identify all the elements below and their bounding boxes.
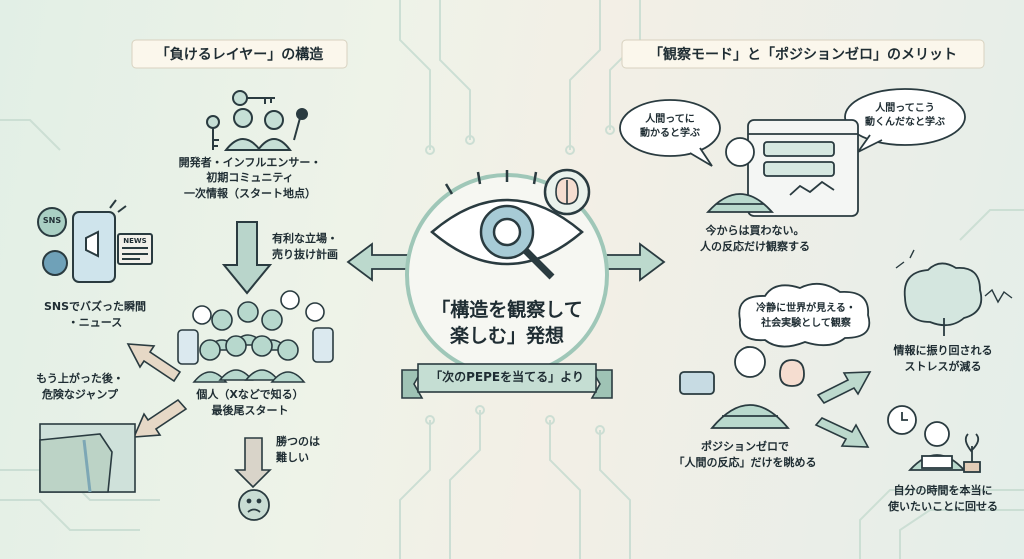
- bubble-2-line1: 人間ってこう: [875, 103, 935, 114]
- win-label-line1: 勝つのは: [276, 435, 320, 448]
- jump-label-line1: もう上がった後・: [36, 372, 124, 385]
- insiders-label-line1: 開発者・インフルエンサー・: [178, 156, 322, 169]
- cliff-icon: [39, 423, 136, 493]
- cloud-line1: 冷静に世界が見える・: [756, 303, 856, 314]
- insiders-label-line3: 一次情報（スタート地点）: [184, 187, 316, 200]
- observe-label-line2: 人の反応だけ観察する: [700, 240, 810, 253]
- benefit-1-line2: ストレスが減る: [904, 360, 982, 373]
- benefit-1-line1: 情報に振り回される: [893, 344, 993, 357]
- center-title-line2: 楽しむ」発想: [449, 325, 564, 347]
- news-icon-text: NEWS: [123, 237, 147, 245]
- eye-magnifier-icon: [405, 168, 609, 377]
- crowd-label-line2: 最後尾スタート: [211, 404, 289, 417]
- benefit-arrows: [814, 371, 872, 448]
- position-zero-label-line1: ポジションゼロで: [701, 440, 789, 453]
- sns-icon-text: SNS: [42, 216, 62, 225]
- sns-phone-icon: [37, 199, 153, 283]
- advantage-note-line2: 売り抜け計画: [272, 248, 338, 261]
- sns-buzz-label-line1: SNSでバズった瞬間: [43, 300, 147, 313]
- observe-label-line1: 今からは買わない。: [705, 224, 805, 237]
- relax-reading-icon: [887, 405, 981, 473]
- jump-label-line2: 危険なジャンプ: [41, 388, 119, 401]
- bubble-1-line1: 人間ってに: [645, 114, 695, 125]
- center-title-line1: 「構造を観察して: [431, 299, 583, 321]
- position-zero-label-line2: 「人間の反応」だけを眺める: [673, 456, 817, 469]
- insiders-icon: [206, 90, 308, 151]
- left-title-box: [131, 39, 348, 69]
- right-title-box: [621, 39, 985, 69]
- down-arrow: [221, 221, 273, 295]
- advantage-note-line1: 有利な立場・: [272, 232, 338, 245]
- position-zero-icon: [679, 346, 805, 429]
- ribbon: [401, 363, 613, 399]
- cloud-line2: 社会実験として観察: [761, 318, 851, 329]
- sad-face-icon: [238, 489, 270, 521]
- bubble-1-line2: 動かると学ぶ: [640, 128, 700, 139]
- jump-arrows: [126, 343, 188, 438]
- observer-icon: [705, 119, 859, 217]
- insiders-label-line2: 初期コミュニティ: [206, 171, 294, 184]
- benefit-2-line1: 自分の時間を本当に: [893, 484, 993, 497]
- crowd-icon: [177, 290, 334, 383]
- right-section-title: 「観察モード」と「ポジションゼロ」のメリット: [649, 47, 957, 63]
- small-down-arrow: [234, 437, 272, 489]
- bubble-2-line2: 動くんだなと学ぶ: [865, 117, 945, 128]
- win-label-line2: 難しい: [276, 451, 309, 464]
- left-section-title: 「負けるレイヤー」の構造: [155, 47, 324, 63]
- ribbon-text: 「次のPEPEを当てる」より: [430, 370, 584, 384]
- sns-buzz-label-line2: ・ニュース: [67, 316, 123, 329]
- brain-icon: [895, 249, 1013, 336]
- speech-bubbles: [619, 88, 966, 167]
- crowd-label-line1: 個人（Xなどで知る）: [196, 388, 304, 401]
- benefit-2-line2: 使いたいことに回せる: [888, 500, 998, 513]
